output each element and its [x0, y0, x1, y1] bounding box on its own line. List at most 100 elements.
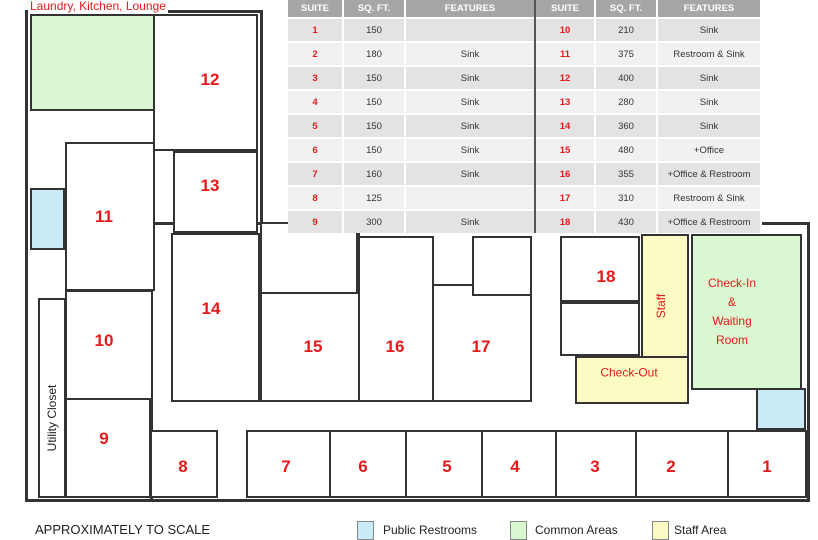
suite-4-label: 4: [510, 457, 520, 476]
cell-features: Sink: [405, 161, 536, 186]
cell-suite: 11: [535, 41, 596, 66]
check-out-area: [575, 356, 689, 404]
cell-sqft: 300: [343, 209, 406, 233]
cell-features: Sink: [657, 113, 762, 138]
cell-suite: 5: [288, 113, 344, 138]
suite-3[interactable]: [555, 430, 637, 498]
cell-suite: 1: [288, 17, 344, 42]
cell-sqft: 150: [343, 89, 406, 114]
suite-1[interactable]: [727, 430, 807, 498]
check-in-label: Check-In & Waiting Room: [708, 274, 756, 350]
header-features: FEATURES: [405, 0, 536, 18]
check-in-line-4: Room: [715, 333, 748, 347]
cell-sqft: 150: [343, 17, 406, 42]
suite-14[interactable]: [171, 233, 260, 402]
cell-suite: 15: [535, 137, 596, 162]
header-suite: SUITE: [288, 0, 344, 18]
cell-sqft: 400: [595, 65, 658, 90]
cell-suite: 13: [535, 89, 596, 114]
check-in-line-3: Waiting: [712, 314, 752, 328]
cell-features: Sink: [657, 65, 762, 90]
cell-suite: 17: [535, 185, 596, 210]
suite-17-restroom: [472, 236, 532, 296]
corridor-west: [28, 110, 150, 140]
cell-features: +Office & Restroom: [657, 161, 762, 186]
suite-8[interactable]: [150, 430, 218, 498]
suite-18-office: [560, 302, 640, 356]
suite-13-label: 13: [200, 176, 220, 195]
cell-features: Sink: [405, 113, 536, 138]
suite-13[interactable]: [173, 151, 258, 233]
cell-sqft: 210: [595, 17, 658, 42]
cell-suite: 2: [288, 41, 344, 66]
check-out-label: Check-Out: [600, 365, 658, 380]
cell-suite: 6: [288, 137, 344, 162]
cell-sqft: 280: [595, 89, 658, 114]
cell-features: Restroom & Sink: [657, 41, 762, 66]
suite-16-label: 16: [385, 337, 405, 356]
suite-12[interactable]: [153, 14, 258, 151]
suite-10-label: 10: [94, 331, 114, 350]
cell-suite: 10: [535, 17, 596, 42]
staff-label: Staff: [654, 293, 668, 319]
legend-label-public-restrooms: Public Restrooms: [383, 523, 478, 537]
cell-features: +Office & Restroom: [657, 209, 762, 233]
suite-14-label: 14: [201, 299, 221, 318]
suite-16[interactable]: [358, 236, 434, 402]
legend-label-common-areas: Common Areas: [535, 523, 618, 537]
cell-sqft: 310: [595, 185, 658, 210]
cell-features: Sink: [405, 137, 536, 162]
cell-suite: 14: [535, 113, 596, 138]
suite-2-label: 2: [666, 457, 676, 476]
cell-features: Sink: [657, 89, 762, 114]
public-restroom-east: [756, 388, 806, 430]
cell-features: Sink: [405, 41, 536, 66]
cell-sqft: 150: [343, 137, 406, 162]
suite-6-label: 6: [358, 457, 368, 476]
check-in-waiting-room: [691, 234, 802, 390]
cell-suite: 9: [288, 209, 344, 233]
legend-swatch-public-restrooms: [357, 521, 374, 540]
suite-2[interactable]: [635, 430, 729, 498]
public-restroom-west: [30, 188, 65, 250]
suite-9[interactable]: [65, 398, 151, 498]
cell-sqft: 150: [343, 113, 406, 138]
suite-9-label: 9: [99, 429, 109, 448]
suite-5-label: 5: [442, 457, 452, 476]
cell-sqft: 480: [595, 137, 658, 162]
cell-features: Sink: [405, 89, 536, 114]
suite-7[interactable]: [246, 430, 331, 498]
suite-table: SUITE SQ. FT. FEATURES SUITE SQ. FT. FEA…: [288, 0, 762, 233]
cell-sqft: 375: [595, 41, 658, 66]
cell-sqft: 360: [595, 113, 658, 138]
suite-17-label: 17: [471, 337, 491, 356]
suite-18[interactable]: [560, 236, 640, 302]
header-suite: SUITE: [535, 0, 596, 18]
cell-suite: 16: [535, 161, 596, 186]
suite-6[interactable]: [329, 430, 407, 498]
check-in-line-1: Check-In: [707, 276, 757, 290]
cell-suite: 7: [288, 161, 344, 186]
cell-suite: 8: [288, 185, 344, 210]
header-sqft: SQ. FT.: [595, 0, 658, 18]
suite-3-label: 3: [590, 457, 600, 476]
cell-features: Sink: [657, 17, 762, 42]
suite-15-office: [260, 222, 358, 294]
suite-8-label: 8: [178, 457, 188, 476]
cell-features: [405, 185, 536, 210]
check-in-line-2: &: [727, 295, 736, 309]
suite-11-label: 11: [95, 207, 113, 226]
corridor: [153, 400, 807, 430]
suite-15-label: 15: [303, 337, 323, 356]
suite-11[interactable]: [65, 142, 155, 291]
cell-sqft: 160: [343, 161, 406, 186]
